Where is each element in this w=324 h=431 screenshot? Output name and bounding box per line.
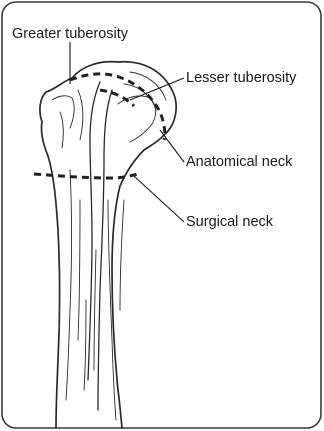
label-greater-tuberosity: Greater tuberosity bbox=[12, 26, 129, 42]
label-surgical-neck: Surgical neck bbox=[186, 214, 274, 230]
label-anatomical-neck: Anatomical neck bbox=[186, 154, 293, 170]
label-lesser-tuberosity: Lesser tuberosity bbox=[186, 70, 297, 86]
figure-frame bbox=[2, 2, 321, 428]
